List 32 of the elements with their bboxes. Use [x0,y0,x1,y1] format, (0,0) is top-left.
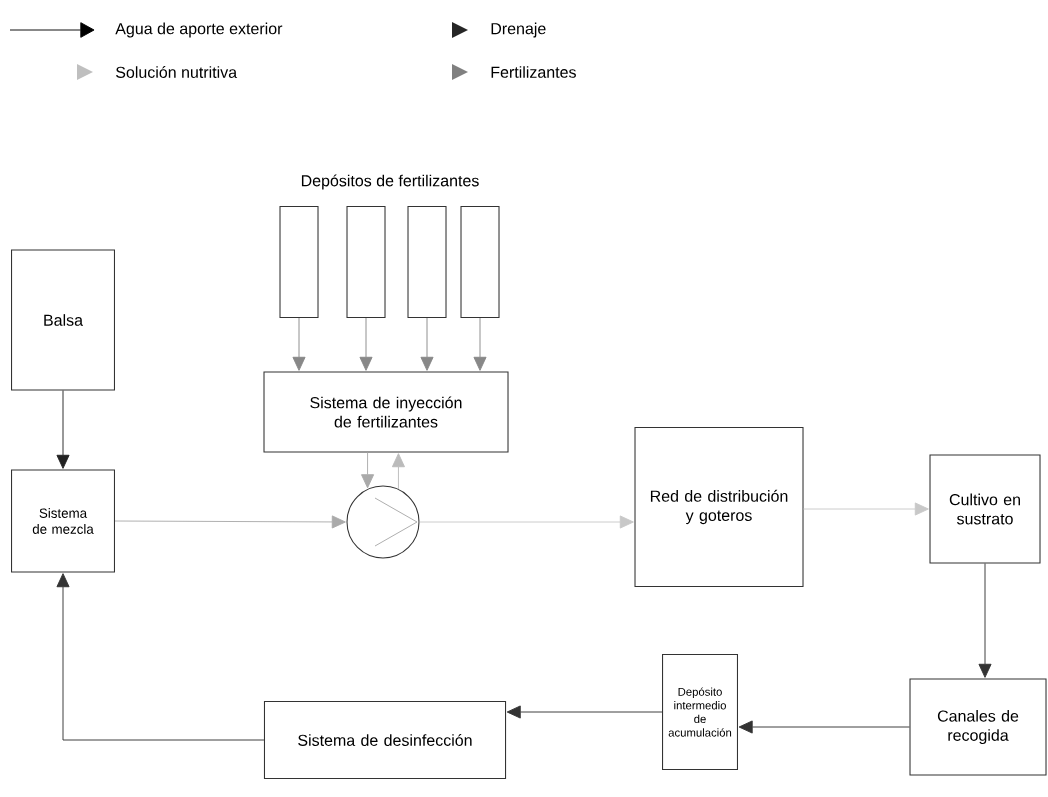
process-box: Sistema de mezcla [11,469,115,573]
process-box: Red de distribución y goteros [634,427,804,587]
heading: Depósitos de fertilizantes [301,174,479,190]
process-box: Depósito intermedio de acumulación [662,654,738,770]
legend-label: Drenaje [491,22,546,38]
pump-symbol [346,485,420,559]
arrow [292,317,306,371]
tank-box [346,206,386,318]
process-box: Balsa [11,249,115,391]
arrow [978,563,992,678]
tank-box [460,206,500,318]
arrow [359,317,373,371]
legend-label: Agua de aporte exterior [115,22,283,38]
tank-box [407,206,447,318]
arrow [506,705,663,719]
arrow [420,317,434,371]
arrow [473,317,487,371]
arrow [803,502,929,516]
arrow [114,515,346,529]
arrow [391,453,405,490]
arrow [738,720,910,734]
arrow [56,390,70,469]
process-box: Cultivo en sustrato [929,454,1041,564]
process-box: Sistema de desinfección [263,700,507,780]
legend-label: Fertilizantes [491,66,576,78]
arrow [56,573,265,741]
process-box: Canales de recogida [909,678,1047,776]
legend-label: Solución nutritiva [116,66,238,78]
process-box: Sistema de inyección de fertilizantes [263,371,509,453]
arrow [419,515,634,529]
arrow [361,452,375,489]
tank-box [279,206,319,318]
